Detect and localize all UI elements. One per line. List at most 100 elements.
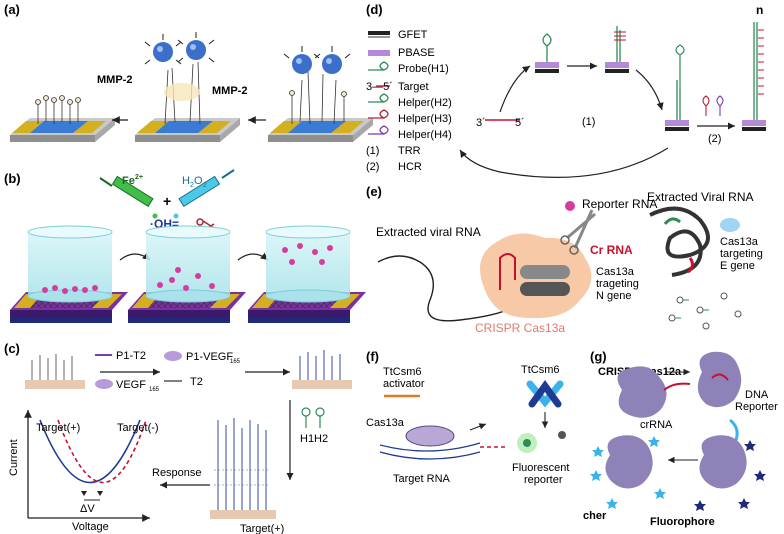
- legend-item-pbase: PBASE: [398, 47, 435, 59]
- panel-label-a: (a): [4, 2, 20, 17]
- electrode-c2: [292, 350, 352, 389]
- legend-item-probe: Probe(H1): [398, 63, 449, 75]
- gfet-chip-1: [10, 118, 115, 142]
- dna-reporter-line1: DNA: [745, 389, 769, 401]
- quencher-dot: [558, 431, 566, 439]
- mmp2-label-left: MMP-2: [97, 74, 132, 86]
- crispr-cas13a-label: CRISPR Cas13a: [475, 321, 565, 335]
- electrode-c3: [210, 418, 276, 519]
- hairpin-icons: [301, 407, 325, 428]
- cas13a-e-icon: [720, 218, 740, 232]
- fe-charge: 2+: [135, 174, 143, 181]
- extracted-viral-rna-left: Extracted viral RNA: [376, 225, 481, 239]
- panel-b: (b) Fe 2+ H 2 O 2 + ·OH=: [4, 169, 366, 323]
- legend-item-helper-h3: Helper(H3): [398, 113, 452, 125]
- cas13a-e-line2: targeting: [720, 248, 763, 260]
- scissors-icon-e: [560, 209, 596, 255]
- panel-d: (d) GFET PBASE Probe(H1) 3—5´ Target Hel…: [366, 2, 766, 178]
- cas12a-protein-4: [699, 435, 747, 489]
- device-d3: [665, 44, 689, 131]
- device-b3: [248, 225, 366, 323]
- target-neg-label: Target(-): [117, 422, 159, 434]
- curve-target-pos: [39, 419, 141, 484]
- device-d1: [535, 33, 559, 73]
- bound-probes: [289, 71, 347, 125]
- reporter-rna-label: Reporter RNA: [582, 197, 657, 211]
- p1vegf-label: P1-VEGF: [186, 351, 233, 363]
- dark-star-markers-g: [694, 440, 766, 511]
- target-pos-bottom: Target(+): [240, 523, 284, 534]
- voltage-label: Voltage: [72, 521, 109, 533]
- device-d4: [742, 22, 766, 131]
- crrna-strand: [663, 382, 691, 391]
- iv-plot: [24, 410, 150, 522]
- fluorophore-dot: [523, 439, 531, 447]
- legend-mark-target: 3—5´: [366, 81, 393, 93]
- extracted-viral-rna-right: Extracted Viral RNA: [647, 190, 753, 204]
- ttcsm6-label: TtCsm6: [521, 364, 560, 376]
- cr-rna-label: Cr RNA: [590, 243, 633, 257]
- cas13a-n-line1: Cas13a: [596, 266, 635, 278]
- nanoparticle-4: [313, 46, 351, 74]
- p1vegf-sub: 165: [230, 359, 241, 365]
- mmp2-label-right: MMP-2: [212, 85, 247, 97]
- legend-item-helper-h4: Helper(H4): [398, 129, 452, 141]
- h2o2-sub2: 2: [203, 182, 207, 189]
- h1h2-label: H1H2: [300, 433, 328, 445]
- activator-line1: TtCsm6: [383, 366, 422, 378]
- h2o2-h: H: [182, 175, 190, 187]
- cas13a-complex: [480, 233, 592, 319]
- arrow-b2: [237, 252, 269, 261]
- panel-a: (a): [4, 2, 373, 142]
- curve-target-neg: [57, 419, 147, 484]
- cycle-diagram: [459, 22, 766, 178]
- cas13a-complex-f: [379, 425, 508, 460]
- device-b1: [10, 225, 128, 323]
- five-prime: 5´: [515, 117, 525, 129]
- panel-c: (c) P1-T2 VEGF 165 P1-VEGF 165 T2 H1H2: [4, 341, 352, 534]
- response-label: Response: [152, 467, 202, 479]
- legend-mark-hcr: (2): [366, 161, 379, 173]
- step-1-label: (1): [582, 116, 595, 128]
- legend-mark-trr: (1): [366, 145, 379, 157]
- legend-item-target: Target: [398, 81, 429, 93]
- target-pos-label: Target(+): [36, 422, 80, 434]
- device-b2-stars: [157, 267, 215, 291]
- cas13a-n-line3: N gene: [596, 290, 631, 302]
- dna-reporter-line2: Reporter: [735, 401, 778, 413]
- fe-syringe: [99, 175, 158, 219]
- panel-g: (g) CRISPR Cas12a crRNA DNA Reporter: [583, 349, 778, 528]
- target-rna-label: Target RNA: [393, 473, 451, 485]
- ttcsm6-icon: [526, 380, 564, 408]
- three-prime: 3´: [476, 117, 486, 129]
- legend-item-trr: TRR: [398, 145, 421, 157]
- panel-label-c: (c): [4, 341, 20, 356]
- panel-e: (e) Extracted viral RNA Reporter RNA Cr …: [366, 184, 763, 335]
- device-b3-stars: [282, 243, 333, 265]
- arrow-f1: [469, 423, 487, 431]
- cas13a-e-line3: E gene: [720, 260, 755, 272]
- nanoparticle-1: [144, 34, 182, 65]
- helper-hairpins: [702, 95, 724, 116]
- cas13a-e-line1: Cas13a: [720, 236, 759, 248]
- arrow-b1: [119, 252, 151, 261]
- fe-label: Fe: [122, 175, 135, 187]
- nanoparticle-probes: [164, 61, 201, 125]
- electrode-c1: [25, 354, 85, 389]
- cas12a-protein-3: [605, 435, 653, 489]
- fluorescent-line2: reporter: [524, 474, 563, 486]
- p1t2-label: P1-T2: [116, 350, 146, 362]
- panel-label-b: (b): [4, 171, 21, 186]
- panel-label-d: (d): [366, 2, 383, 17]
- tangled-rna-icon: [649, 206, 710, 277]
- legend-item-helper-h2: Helper(H2): [398, 97, 452, 109]
- panel-label-g: (g): [590, 349, 607, 364]
- repeat-n-label: n: [756, 3, 763, 17]
- cas13a-n-line2: trageting: [596, 278, 639, 290]
- cas12a-protein-2: [697, 351, 742, 408]
- reporter-rna-icon: [565, 201, 575, 211]
- cas13a-label-f: Cas13a: [366, 417, 405, 429]
- fluorescent-line1: Fluorescent: [512, 462, 569, 474]
- gfet-chip-3: [268, 118, 373, 142]
